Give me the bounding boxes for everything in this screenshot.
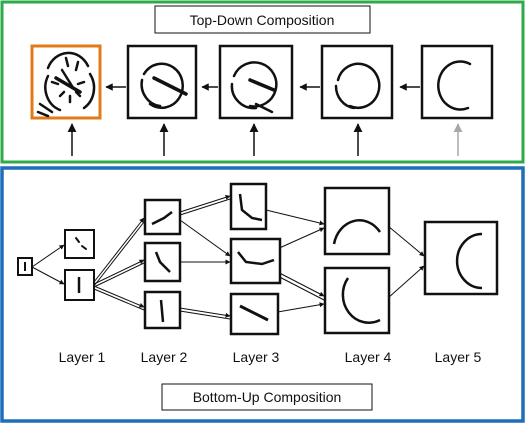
layer-label-5: Layer 5 <box>435 349 482 365</box>
layer2-node-2 <box>143 241 182 283</box>
layer1-root-node <box>17 257 33 276</box>
layer3-node-3 <box>229 292 280 336</box>
bottom-title-box <box>161 383 373 411</box>
layer4-node-2 <box>323 266 391 335</box>
top-node-1 <box>30 44 102 120</box>
layer-label-2: Layer 2 <box>141 349 188 365</box>
layer-label-4: Layer 4 <box>345 349 392 365</box>
layer3-node-1 <box>229 182 268 231</box>
bottom-connections <box>31 194 425 320</box>
top-node-3 <box>218 44 294 120</box>
layer2-node-3 <box>143 290 182 330</box>
layer3-node-2 <box>229 237 282 285</box>
layer-labels: Layer 1 Layer 2 Layer 3 Layer 4 Layer 5 <box>59 349 482 365</box>
layer2-node-1 <box>143 198 182 236</box>
top-title: Top-Down Composition <box>190 12 335 28</box>
top-panel-border <box>0 0 525 164</box>
top-node-4 <box>320 44 394 120</box>
top-node-5 <box>420 44 494 120</box>
layer5-node <box>423 220 499 296</box>
layer1-node-bottom <box>64 269 95 301</box>
top-down-panel: Top-Down Composition <box>0 0 525 164</box>
layer-label-1: Layer 1 <box>59 349 106 365</box>
top-node-2 <box>126 44 198 120</box>
bottom-up-panel: Layer 1 Layer 2 Layer 3 Layer 4 Layer 5 … <box>0 166 525 423</box>
layer4-node-1 <box>323 186 391 256</box>
bottom-panel-border <box>0 166 525 423</box>
top-arrows-up <box>67 123 463 156</box>
top-title-box <box>154 5 371 34</box>
layer-label-3: Layer 3 <box>233 349 280 365</box>
layer1-node-top <box>64 229 95 259</box>
bottom-title: Bottom-Up Composition <box>193 389 342 405</box>
